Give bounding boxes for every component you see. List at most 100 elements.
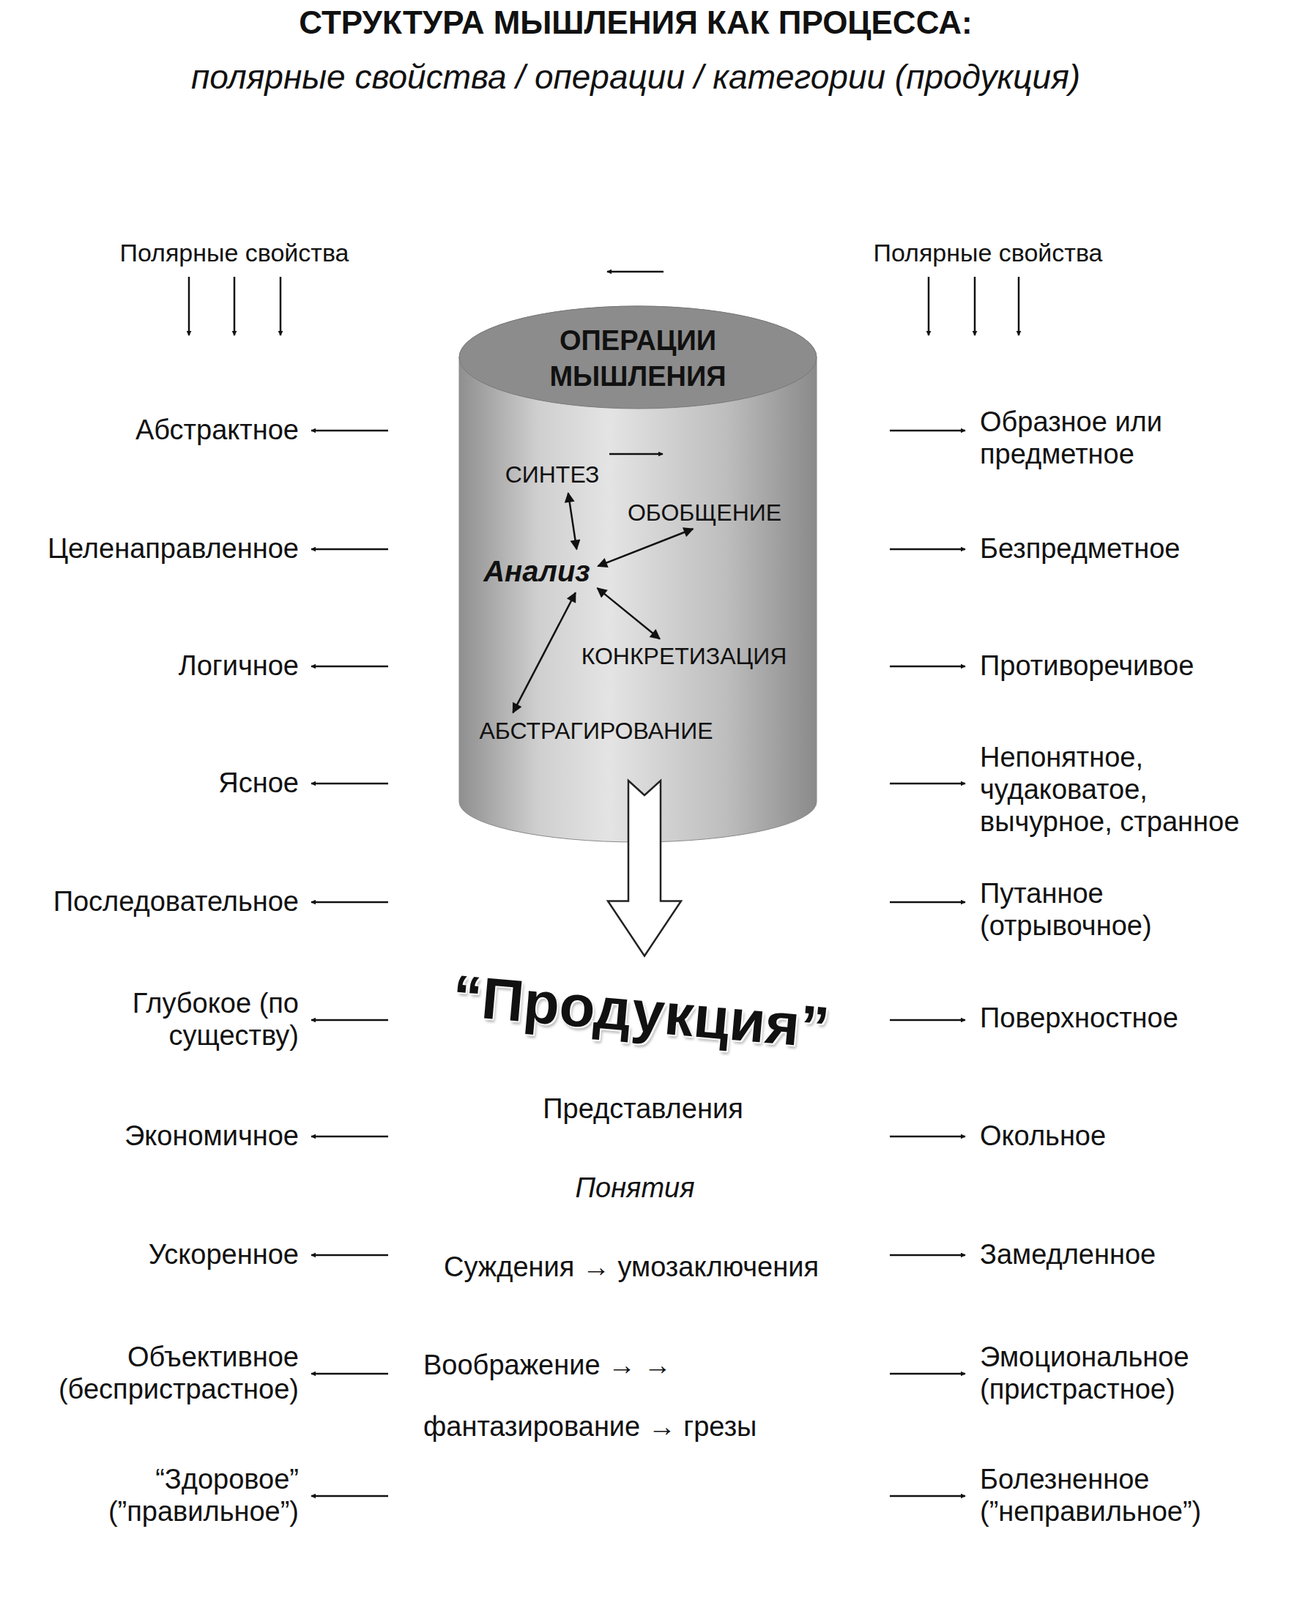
property-label: Поверхностное <box>979 1002 1288 1035</box>
property-label: “Здоровое” (”правильное”) <box>5 1463 299 1528</box>
pointer-arrow <box>311 1495 389 1498</box>
pointer-arrow <box>889 901 966 904</box>
text-holder: Окольное <box>979 1120 1288 1153</box>
node-text: Воображение → → фантазирование → грезы <box>423 1334 863 1458</box>
property-label: Абстрактное <box>5 414 299 447</box>
text-holder: Экономичное <box>5 1120 299 1153</box>
property-label: Противоречивое <box>979 650 1288 683</box>
pointer-arrow <box>889 429 966 433</box>
property-label: Целенаправленное <box>5 533 299 566</box>
text-holder: Непонятное, чудаковатое, вычурное, стран… <box>979 741 1273 838</box>
cylinder-body <box>389 740 888 1562</box>
pointer-arrow <box>311 1254 389 1257</box>
pointer-arrow <box>311 429 389 433</box>
text-holder: Объективное (беспристрастное) <box>5 1341 299 1406</box>
property-label: Экономичное <box>5 1120 299 1153</box>
operation-node: ОБОБЩЕНИЕ <box>623 498 786 529</box>
pointer-arrow <box>311 1373 389 1376</box>
pointer-arrow <box>889 1135 966 1139</box>
block-arrow <box>607 780 682 956</box>
property-label: Последовательное <box>5 886 299 919</box>
text-holder: Образное или предметное <box>979 406 1288 471</box>
text-holder: Ясное <box>5 767 299 800</box>
property-label: Болезненное (”неправильное”) <box>979 1463 1244 1528</box>
property-label: Замедленное <box>979 1239 1288 1272</box>
pointer-arrow <box>279 276 282 336</box>
pointer-arrow <box>889 548 966 551</box>
operation-text: Анализ <box>478 552 595 590</box>
node-text: Понятия <box>400 1172 870 1205</box>
text-holder: ОПЕРАЦИИ МЫШЛЕНИЯ <box>513 322 763 396</box>
text-holder: Поверхностное <box>979 1002 1288 1035</box>
operation-node: АБСТРАГИРОВАНИЕ <box>474 716 717 747</box>
text-holder: “Здоровое” (”правильное”) <box>5 1463 299 1528</box>
property-label: Непонятное, чудаковатое, вычурное, стран… <box>979 741 1273 838</box>
property-label: Путанное (отрывочное) <box>979 878 1200 942</box>
text-holder: “Продукция” <box>399 978 883 1046</box>
text-holder: Воображение → → фантазирование → грезы <box>423 1334 863 1458</box>
operation-text: СИНТЕЗ <box>500 459 605 490</box>
pointer-arrow <box>311 901 389 904</box>
property-label: Эмоциональное (пристрастное) <box>979 1341 1222 1406</box>
pointer-arrow <box>889 665 966 668</box>
double-arrow <box>597 588 660 639</box>
pointer-arrow <box>311 548 389 551</box>
pointer-arrow <box>311 1135 389 1139</box>
diagram-title: СТРУКТУРА МЫШЛЕНИЯ КАК ПРОЦЕССА: <box>13 4 1259 42</box>
pointer-arrow <box>889 1373 966 1376</box>
property-label: Окольное <box>979 1120 1288 1153</box>
pointer-arrow <box>974 276 977 336</box>
pointer-arrow <box>889 1254 966 1257</box>
cylinder-node: “Продукция” ПредставленияПонятияСуждения … <box>389 740 888 1562</box>
operation-node: КОНКРЕТИЗАЦИЯ <box>577 641 792 672</box>
text-holder: Замедленное <box>979 1239 1288 1272</box>
cylinder-body <box>459 306 817 843</box>
text-holder: Полярные свойства <box>834 238 1142 268</box>
text-holder: Последовательное <box>5 886 299 919</box>
property-label: Ясное <box>5 767 299 800</box>
operation-node: СИНТЕЗ <box>500 459 605 490</box>
text-holder: Полярные свойства <box>80 238 389 268</box>
text-holder: Ускоренное <box>5 1239 299 1272</box>
pointer-arrow <box>927 276 931 336</box>
text-holder: Понятия <box>400 1172 870 1205</box>
text-holder: Абстрактное <box>5 414 299 447</box>
text-holder: Целенаправленное <box>5 533 299 566</box>
double-arrow <box>512 592 575 713</box>
pointer-arrow <box>233 276 236 336</box>
text-holder: Противоречивое <box>979 650 1288 683</box>
text-holder: Представления <box>408 1093 878 1126</box>
property-label: Ускоренное <box>5 1239 299 1272</box>
node-text: ОПЕРАЦИИ МЫШЛЕНИЯ <box>513 322 763 396</box>
pointer-arrow <box>188 276 191 336</box>
pointer-arrow <box>609 453 663 456</box>
operation-text: АБСТРАГИРОВАНИЕ <box>474 716 717 747</box>
property-label: Объективное (беспристрастное) <box>5 1341 299 1406</box>
cylinder-top <box>389 740 888 873</box>
text-holder: Глубокое (по существу) <box>5 987 299 1052</box>
text-holder: полярные свойства / операции / категории… <box>13 57 1259 97</box>
property-label: Логичное <box>5 650 299 683</box>
double-arrow <box>568 492 578 550</box>
double-arrow <box>597 528 693 567</box>
pointer-arrow <box>311 782 389 786</box>
pointer-arrow <box>311 1019 389 1022</box>
text-holder: Путанное (отрывочное) <box>979 878 1200 942</box>
subtitle: полярные свойства / операции / категории… <box>13 57 1259 97</box>
property-label: Глубокое (по существу) <box>5 987 299 1052</box>
cylinder-top <box>459 306 817 409</box>
property-label: Безпредметное <box>979 533 1288 566</box>
node-text: Суждения → умозаключения <box>389 1251 873 1284</box>
text-holder: Болезненное (”неправильное”) <box>979 1463 1244 1528</box>
node-text: Представления <box>408 1093 878 1126</box>
node-text: “Продукция” <box>396 957 885 1067</box>
pointer-arrow <box>889 1495 966 1498</box>
text-holder: Суждения → умозаключения <box>389 1251 873 1284</box>
operation-node: Анализ <box>478 552 595 590</box>
pointer-arrow <box>1017 276 1021 336</box>
text-holder: Логичное <box>5 650 299 683</box>
column-heading: Полярные свойства <box>834 238 1142 268</box>
cylinder-node: ОПЕРАЦИИ МЫШЛЕНИЯ СИНТЕЗ ОБОБЩЕНИЕ АнализКО… <box>459 306 817 843</box>
text-holder: Эмоциональное (пристрастное) <box>979 1341 1222 1406</box>
pointer-arrow <box>311 665 389 668</box>
